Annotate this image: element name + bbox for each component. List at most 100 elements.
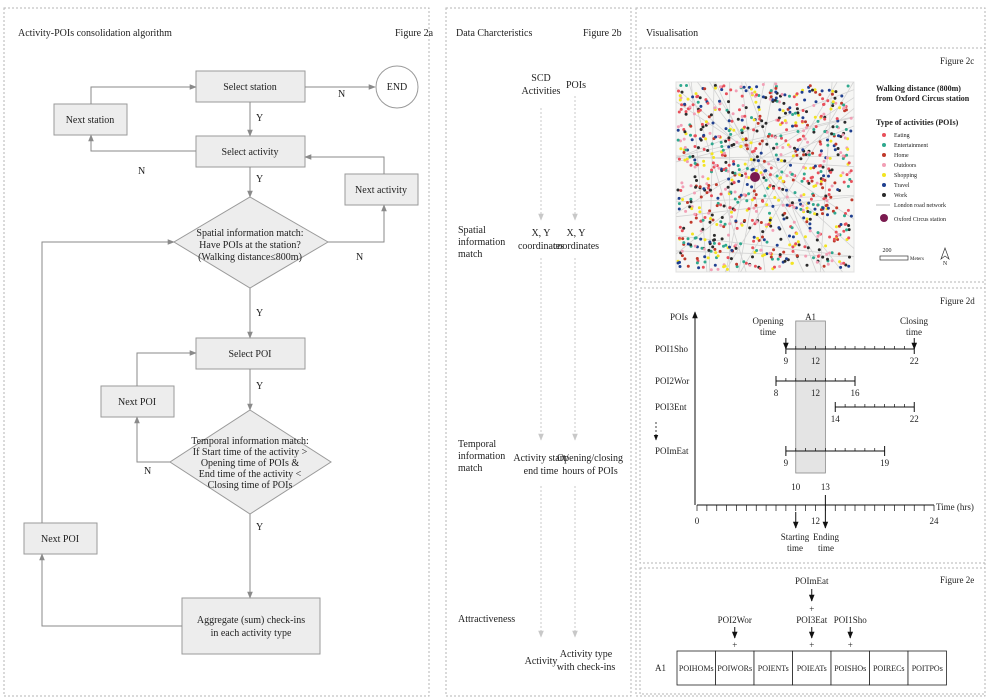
poi-point: [754, 147, 758, 150]
poi-point: [847, 264, 851, 268]
poi-point: [834, 142, 838, 146]
poi-point: [700, 122, 704, 126]
starting-time-label-2: time: [787, 543, 803, 553]
b-row1-c2-1: X, Y: [566, 228, 585, 239]
poi-point: [699, 104, 703, 108]
poi-point: [747, 192, 751, 196]
e-cell-label: POISHOs: [834, 664, 866, 673]
poi-point: [805, 206, 809, 210]
poi-point: [833, 211, 837, 215]
e-contribution-plus: +: [732, 640, 737, 650]
poi-point: [819, 142, 823, 146]
poi-point: [781, 203, 785, 207]
poi-point: [832, 132, 836, 136]
poi-point: [715, 204, 719, 208]
poi-point: [684, 110, 688, 114]
poi-point: [822, 197, 826, 201]
poi-point: [727, 177, 731, 181]
poi-point: [802, 216, 806, 220]
poi-point: [800, 179, 804, 183]
poi-point: [815, 181, 819, 185]
poi-point: [718, 249, 722, 253]
poi-point: [762, 176, 766, 180]
closing-time-label-2: time: [906, 327, 922, 337]
poi-point: [750, 116, 753, 120]
poi-point: [809, 166, 813, 170]
poi-point: [757, 108, 761, 111]
poi-point: [845, 153, 849, 157]
poi-point: [836, 188, 840, 192]
poi-point: [746, 126, 750, 130]
poi-point: [821, 206, 825, 210]
poi-point: [699, 138, 703, 142]
poi-point: [800, 120, 804, 123]
poi-point: [726, 256, 730, 260]
poi-point: [806, 123, 809, 127]
poi-point: [795, 254, 799, 258]
poi-point: [699, 237, 703, 241]
poi-point: [826, 143, 830, 147]
poi-point: [842, 103, 846, 107]
poi-point: [781, 179, 785, 183]
poi-point: [718, 102, 722, 106]
poi-point: [812, 256, 815, 260]
poi-point: [722, 225, 726, 229]
poi-point: [788, 204, 791, 208]
poi-point: [682, 151, 686, 154]
b-row2-c2-2: hours of POIs: [562, 466, 618, 477]
poi-point: [717, 166, 721, 170]
poi-point: [766, 134, 770, 138]
poi-point: [686, 97, 690, 101]
next-activity-box: [344, 173, 419, 206]
oxford-circus-station-marker: [750, 172, 760, 182]
b-row2-label-3: match: [458, 463, 482, 474]
poi-point: [756, 236, 760, 240]
poi-point: [808, 84, 812, 88]
poi-point: [847, 236, 851, 240]
map-road: [675, 155, 855, 159]
poi-point: [724, 243, 728, 247]
poi-point: [707, 211, 711, 215]
poi-point: [735, 265, 739, 269]
panel-a-title: Activity-POIs consolidation algorithm: [18, 28, 172, 39]
poi-point: [695, 257, 699, 260]
activity-end-value: 13: [821, 482, 831, 492]
poi-point: [805, 263, 809, 267]
poi-point: [808, 210, 812, 214]
poi-point: [693, 161, 697, 165]
poi-point: [785, 203, 789, 207]
poi-point: [693, 191, 696, 195]
poi-point: [761, 83, 765, 86]
poi-point: [774, 136, 777, 139]
poi-point: [709, 268, 713, 272]
poi-point: [774, 153, 778, 157]
poi-point: [835, 117, 839, 121]
panel-a-figure-label: Figure 2a: [395, 28, 434, 39]
poi-point: [755, 129, 759, 133]
poi-point: [779, 134, 783, 138]
e-contributions: POI2Wor+POI3Eat+POI1Sho+: [718, 615, 868, 650]
poi-point: [792, 220, 796, 224]
poi-point: [791, 154, 795, 158]
poi-point: [694, 185, 698, 189]
poi-point: [847, 228, 851, 232]
poi-point: [769, 166, 773, 170]
poi-point: [733, 171, 737, 175]
temporal-line-4: End time of the activity <: [199, 469, 302, 480]
end-label: END: [387, 82, 408, 93]
poi-point: [838, 106, 842, 110]
poi-point: [800, 90, 804, 94]
next-activity-label: Next activity: [355, 185, 407, 196]
poi-point: [739, 85, 743, 89]
poi-point: [757, 105, 761, 109]
b-row2-c2-1: Opening/closing: [557, 453, 623, 464]
poi-point: [694, 216, 698, 220]
poi-point: [774, 90, 778, 94]
poi-point: [742, 260, 746, 264]
poi-point: [774, 86, 778, 90]
poi-point: [842, 229, 846, 233]
poi-point: [753, 196, 756, 200]
poi-point: [791, 113, 795, 116]
poi-point: [727, 163, 731, 167]
